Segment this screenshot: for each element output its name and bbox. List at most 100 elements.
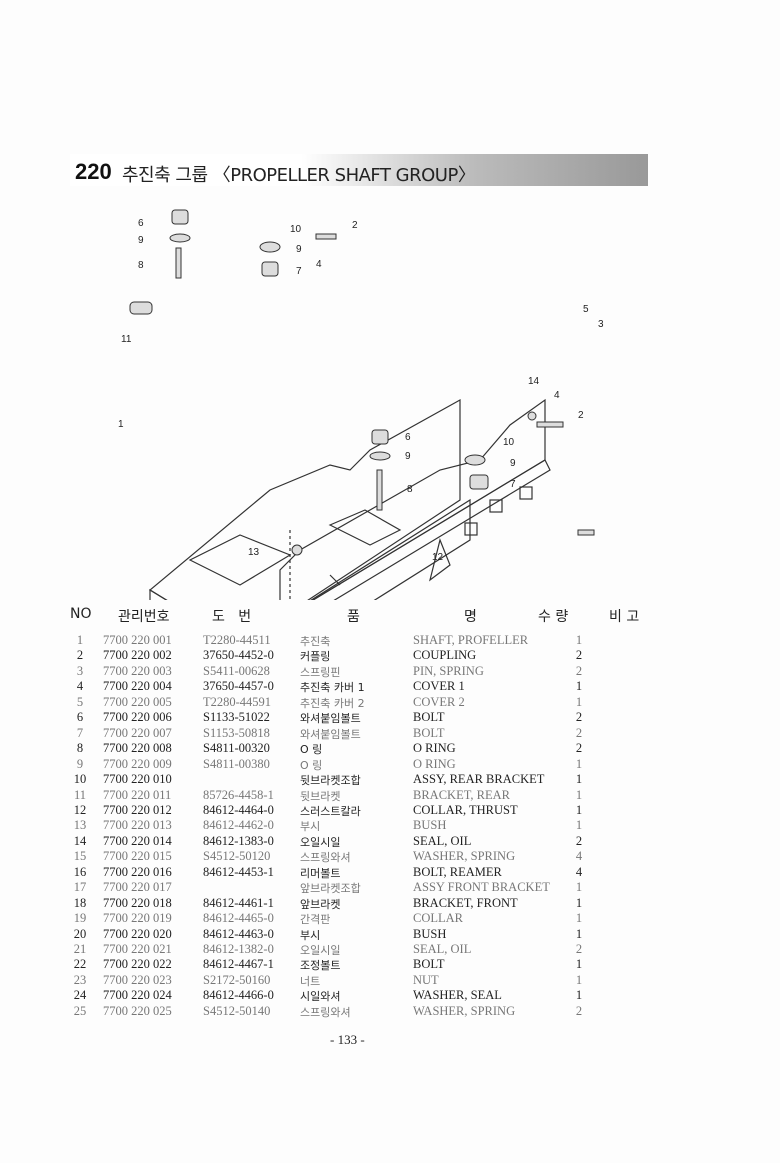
cell-name-english: COVER 2 [413, 694, 465, 709]
cell-name-korean: O 링 [300, 743, 323, 757]
cell-mgmt-number: 7700 220 004 [103, 679, 172, 694]
cell-drawing-number: 84612-1382-0 [203, 942, 274, 956]
section-title: 추진축 그룹 〈PROPELLER SHAFT GROUP〉 [122, 165, 476, 186]
cell-name-korean: 스프링와셔 [300, 1005, 351, 1019]
callout: 13 [248, 547, 260, 558]
callout: 7 [510, 479, 516, 490]
cell-no: 9 [76, 756, 84, 771]
cell-name-english: BRACKET, FRONT [413, 895, 518, 910]
cell-mgmt-number: 7700 220 012 [103, 802, 172, 817]
cell-qty: 2 [575, 1003, 583, 1018]
cell-qty: 1 [575, 772, 583, 787]
cell-drawing-number: 37650-4457-0 [203, 679, 274, 694]
cell-drawing-number: S2172-50160 [203, 972, 271, 987]
cell-name-english: BOLT [413, 725, 445, 740]
callout: 5 [583, 304, 589, 315]
cell-name-korean: 스러스트칼라 [300, 804, 361, 818]
header-no: NO [70, 606, 92, 622]
cell-name-korean: 시일와셔 [300, 990, 341, 1004]
cell-no: 15 [73, 849, 87, 864]
cell-name-english: BUSH [413, 926, 447, 941]
cell-qty: 1 [575, 926, 583, 941]
section-number: 220 [75, 159, 112, 184]
cell-drawing-number: 84612-1383-0 [203, 833, 274, 848]
cell-qty: 1 [575, 787, 583, 802]
cell-name-korean: 리머볼트 [300, 866, 341, 880]
cell-mgmt-number: 7700 220 022 [103, 957, 172, 972]
callout: 3 [598, 319, 604, 330]
cell-mgmt-number: 7700 220 023 [103, 972, 172, 987]
cell-mgmt-number: 7700 220 003 [103, 663, 172, 678]
cell-name-english: SHAFT, PROFELLER [413, 633, 529, 647]
cell-name-korean: 뒷브라켓조합 [300, 774, 361, 788]
cell-name-english: BUSH [413, 818, 447, 833]
cell-no: 13 [73, 818, 87, 833]
cell-qty: 4 [575, 864, 583, 879]
callout: 9 [296, 244, 302, 255]
cell-name-english: COVER 1 [413, 679, 465, 694]
cell-name-english: NUT [413, 972, 439, 987]
callout: 8 [407, 484, 413, 495]
cell-name-english: SEAL, OIL [413, 833, 472, 848]
cell-mgmt-number: 7700 220 016 [103, 864, 172, 879]
cell-name-english: O RING [413, 756, 456, 771]
cell-mgmt-number: 7700 220 002 [103, 648, 172, 663]
cell-qty: 1 [575, 988, 583, 1003]
cell-drawing-number: S4811-00380 [203, 756, 270, 771]
cell-mgmt-number: 7700 220 006 [103, 710, 172, 725]
cell-qty: 1 [575, 895, 583, 910]
cell-mgmt-number: 7700 220 021 [103, 942, 172, 956]
cell-no: 11 [73, 787, 87, 802]
cell-no: 4 [76, 679, 84, 694]
cell-mgmt-number: 7700 220 007 [103, 725, 172, 740]
cell-qty: 2 [575, 725, 583, 740]
cell-name-korean: 너트 [300, 974, 321, 988]
cell-drawing-number: 84612-4466-0 [203, 988, 274, 1003]
cell-no: 20 [73, 926, 87, 941]
callout: 11 [121, 334, 132, 345]
cell-mgmt-number: 7700 220 014 [103, 833, 172, 848]
cell-name-korean: 앞브라켓 [300, 897, 341, 911]
cell-name-korean: 부시 [300, 928, 321, 942]
cell-name-korean: 추진축 카버 2 [300, 696, 365, 710]
cell-no: 25 [73, 1003, 87, 1018]
cell-name-korean: 스프링와셔 [300, 851, 351, 865]
cell-drawing-number: 84612-4462-0 [203, 818, 274, 833]
cell-name-korean: 앞브라켓조합 [300, 882, 361, 896]
cell-mgmt-number: 7700 220 018 [103, 895, 172, 910]
cell-mgmt-number: 7700 220 001 [103, 633, 172, 647]
callout: 10 [503, 437, 515, 448]
cell-name-english: COUPLING [413, 648, 477, 663]
cell-no: 21 [73, 942, 87, 956]
cell-qty: 2 [575, 648, 583, 663]
callout: 12 [432, 552, 444, 563]
cell-qty: 1 [575, 957, 583, 972]
cell-qty: 1 [575, 679, 583, 694]
header-name-1: 품 [347, 609, 360, 625]
cell-name-korean: 추진축 카버 1 [300, 681, 365, 695]
section-header-bar [70, 154, 648, 186]
cell-no: 17 [73, 880, 87, 895]
cell-qty: 1 [575, 756, 583, 771]
cell-mgmt-number: 7700 220 010 [103, 772, 172, 787]
cell-name-korean: 스프링핀 [300, 665, 341, 679]
header-drawing-number: 도 번 [212, 609, 252, 625]
cell-qty: 2 [575, 741, 583, 756]
cell-name-english: ASSY, REAR BRACKET [413, 772, 545, 787]
